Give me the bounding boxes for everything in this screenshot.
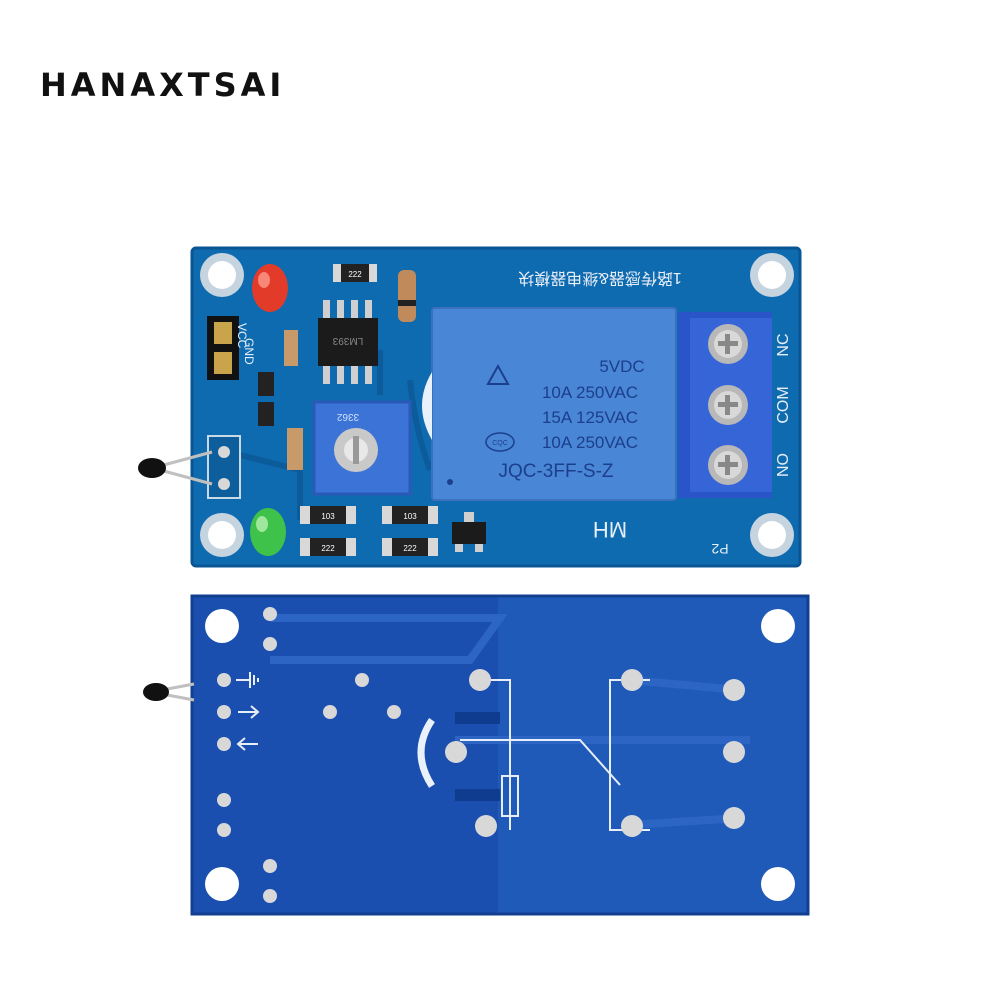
p2-label: P2 [711,541,728,557]
board-title: 1路传感器&继电器模块 [518,269,682,287]
screw-icon [708,324,748,485]
terminal-nc-label: NC [775,333,792,356]
smd-resistor [333,264,377,282]
resistor-label: 222 [348,270,362,279]
relay-spec-1: 5VDC [599,357,644,376]
smd-resistor-row [300,506,438,556]
ic-label: LM393 [332,335,363,346]
cqc-mark-icon [485,432,515,452]
relay: 5VDC 10A 250VAC 15A 125VAC 10A 250VAC JQ… [422,307,677,501]
resistor-label: 103 [403,512,417,521]
terminal-no-label: NO [775,453,792,477]
relay-spec-3: 15A 125VAC [542,408,638,427]
warning-triangle-icon [486,363,510,385]
resistor-label: 222 [321,544,335,553]
header-pins [207,316,239,380]
mh-label: MH [593,517,627,542]
relay-spec-4: 10A 250VAC [542,433,638,452]
top-pcb-board: GND VCC [190,246,802,568]
resistor-label: 103 [321,512,335,521]
diode-icon [398,270,416,322]
bottom-pcb-board [190,594,810,916]
ic-chip: LM393 [318,300,378,384]
screw-terminal [678,312,772,498]
terminal-com-label: COM [775,386,792,423]
relay-model: JQC-3FF-S-Z [498,461,613,482]
relay-spec-2: 10A 250VAC [542,383,638,402]
solder-pads [217,607,745,903]
mounting-hole-icon [200,253,794,557]
thermistor-probe-icon [138,450,213,486]
transistor-icon [452,512,486,552]
mounting-hole-icon [205,609,795,901]
gnd-label: GND [242,338,256,365]
cqc-label: CQC [492,440,508,447]
resistor-label: 222 [403,544,417,553]
pot-label: 3362 [336,411,359,422]
thermistor-probe-icon [143,682,195,702]
vcc-label: VCC [235,323,249,349]
thermistor-pads [207,435,241,499]
green-led-icon [250,508,286,556]
smd-capacitor [258,330,303,470]
potentiometer-icon: 3362 [312,400,412,496]
brand-logo-text: HANAXTSAI [40,66,286,104]
red-led-icon [252,264,288,312]
pin-symbol-icons [236,672,260,751]
